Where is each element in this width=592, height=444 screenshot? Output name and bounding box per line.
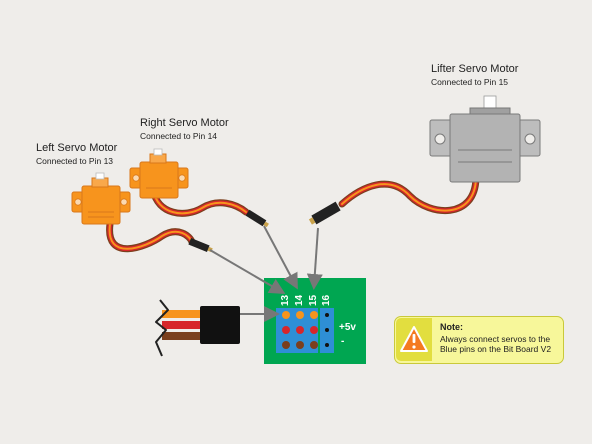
pin-label-14: 14 (294, 294, 305, 306)
note-text: Always connect servos to the Blue pins o… (440, 334, 552, 354)
left-servo-cable (106, 220, 196, 253)
arrow-lifter-to-pin-15 (306, 227, 323, 290)
left-servo-connector (188, 238, 213, 253)
right-servo-connector (245, 209, 269, 228)
arrows (209, 225, 323, 322)
minus-label: - (341, 336, 345, 347)
lifter-servo-motor (429, 95, 541, 183)
lifter-servo-cable (338, 174, 480, 215)
lifter-servo-subtitle: Connected to Pin 15 (431, 77, 509, 87)
warning-icon (400, 326, 428, 352)
right-servo-cable (149, 186, 250, 217)
arrow-right-to-pin-14 (263, 225, 298, 290)
note-title: Note: (440, 322, 463, 332)
left-servo-motor (71, 172, 131, 225)
pin-label-16: 16 (321, 294, 332, 306)
note-icon-panel (396, 318, 432, 361)
plus-5v-label: +5v (339, 322, 356, 333)
pin-label-15: 15 (308, 294, 319, 306)
pin-label-13: 13 (280, 294, 291, 306)
arrow-left-to-pin-13 (209, 249, 286, 295)
note-box: Note: Always connect servos to the Blue … (394, 316, 564, 364)
lifter-servo-title: Lifter Servo Motor (431, 63, 519, 75)
right-servo-motor (129, 148, 189, 199)
input-cable (155, 299, 240, 357)
lifter-servo-connector (308, 201, 341, 225)
right-servo-title: Right Servo Motor (140, 117, 229, 129)
left-servo-subtitle: Connected to Pin 13 (36, 156, 114, 166)
left-servo-title: Left Servo Motor (36, 142, 118, 154)
right-servo-subtitle: Connected to Pin 14 (140, 131, 218, 141)
header-pins (282, 311, 329, 349)
